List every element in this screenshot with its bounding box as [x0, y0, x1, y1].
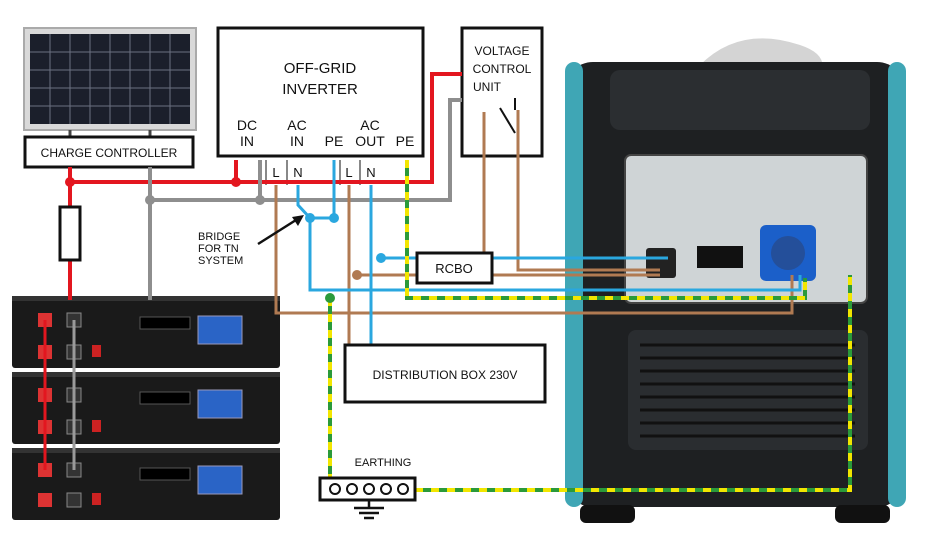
- dc-negative-wire: [148, 98, 462, 300]
- inverter-title-line1: OFF-GRID: [284, 60, 357, 77]
- voltage-control-unit-box: VOLTAGE CONTROL UNIT: [460, 26, 544, 158]
- battery-module-2: [12, 372, 280, 444]
- ac-out-label-1: AC: [360, 117, 379, 133]
- charge-controller-label: CHARGE CONTROLLER: [41, 146, 178, 160]
- battery-rack-icon: [12, 296, 280, 520]
- rcbo-label: RCBO: [435, 261, 473, 276]
- dc-in-label-2: IN: [240, 133, 254, 149]
- ac-in-label-1: AC: [287, 117, 306, 133]
- earthing-bar: EARTHING: [318, 457, 417, 502]
- inverter-generator-icon: [565, 38, 906, 523]
- solar-panel-icon: [23, 27, 197, 138]
- off-grid-inverter-box: OFF-GRID INVERTER DC IN AC IN PE AC OUT …: [216, 26, 425, 158]
- terminal-l-out: L: [345, 165, 352, 180]
- terminal-l-in: L: [272, 165, 279, 180]
- rcbo-box: RCBO: [415, 251, 494, 285]
- vcu-label-2: CONTROL: [473, 62, 532, 76]
- terminal-n-out: N: [366, 165, 375, 180]
- charge-controller-box: CHARGE CONTROLLER: [23, 135, 195, 169]
- ground-symbol-icon: [354, 500, 384, 520]
- bridge-label-1: BRIDGE: [198, 231, 240, 243]
- bridge-label-2: FOR TN: [198, 243, 239, 255]
- fuse-icon: [58, 205, 82, 262]
- vcu-label-1: VOLTAGE: [475, 44, 530, 58]
- bridge-tn-annotation: BRIDGE FOR TN SYSTEM: [198, 215, 304, 267]
- earth-wire: [328, 160, 852, 492]
- pe-out-label: PE: [396, 133, 415, 149]
- bridge-label-3: SYSTEM: [198, 255, 243, 267]
- ac-out-label-2: OUT: [355, 133, 385, 149]
- battery-module-3: [12, 448, 280, 520]
- earthing-label: EARTHING: [355, 457, 412, 469]
- vcu-label-3: UNIT: [473, 80, 502, 94]
- pe-in-label: PE: [325, 133, 344, 149]
- inverter-title-line2: INVERTER: [282, 81, 358, 98]
- ac-in-label-2: IN: [290, 133, 304, 149]
- distribution-box: DISTRIBUTION BOX 230V: [343, 343, 547, 404]
- terminal-n-in: N: [293, 165, 302, 180]
- dc-in-label-1: DC: [237, 117, 257, 133]
- battery-module-1: [12, 296, 280, 368]
- distribution-box-label: DISTRIBUTION BOX 230V: [373, 368, 518, 382]
